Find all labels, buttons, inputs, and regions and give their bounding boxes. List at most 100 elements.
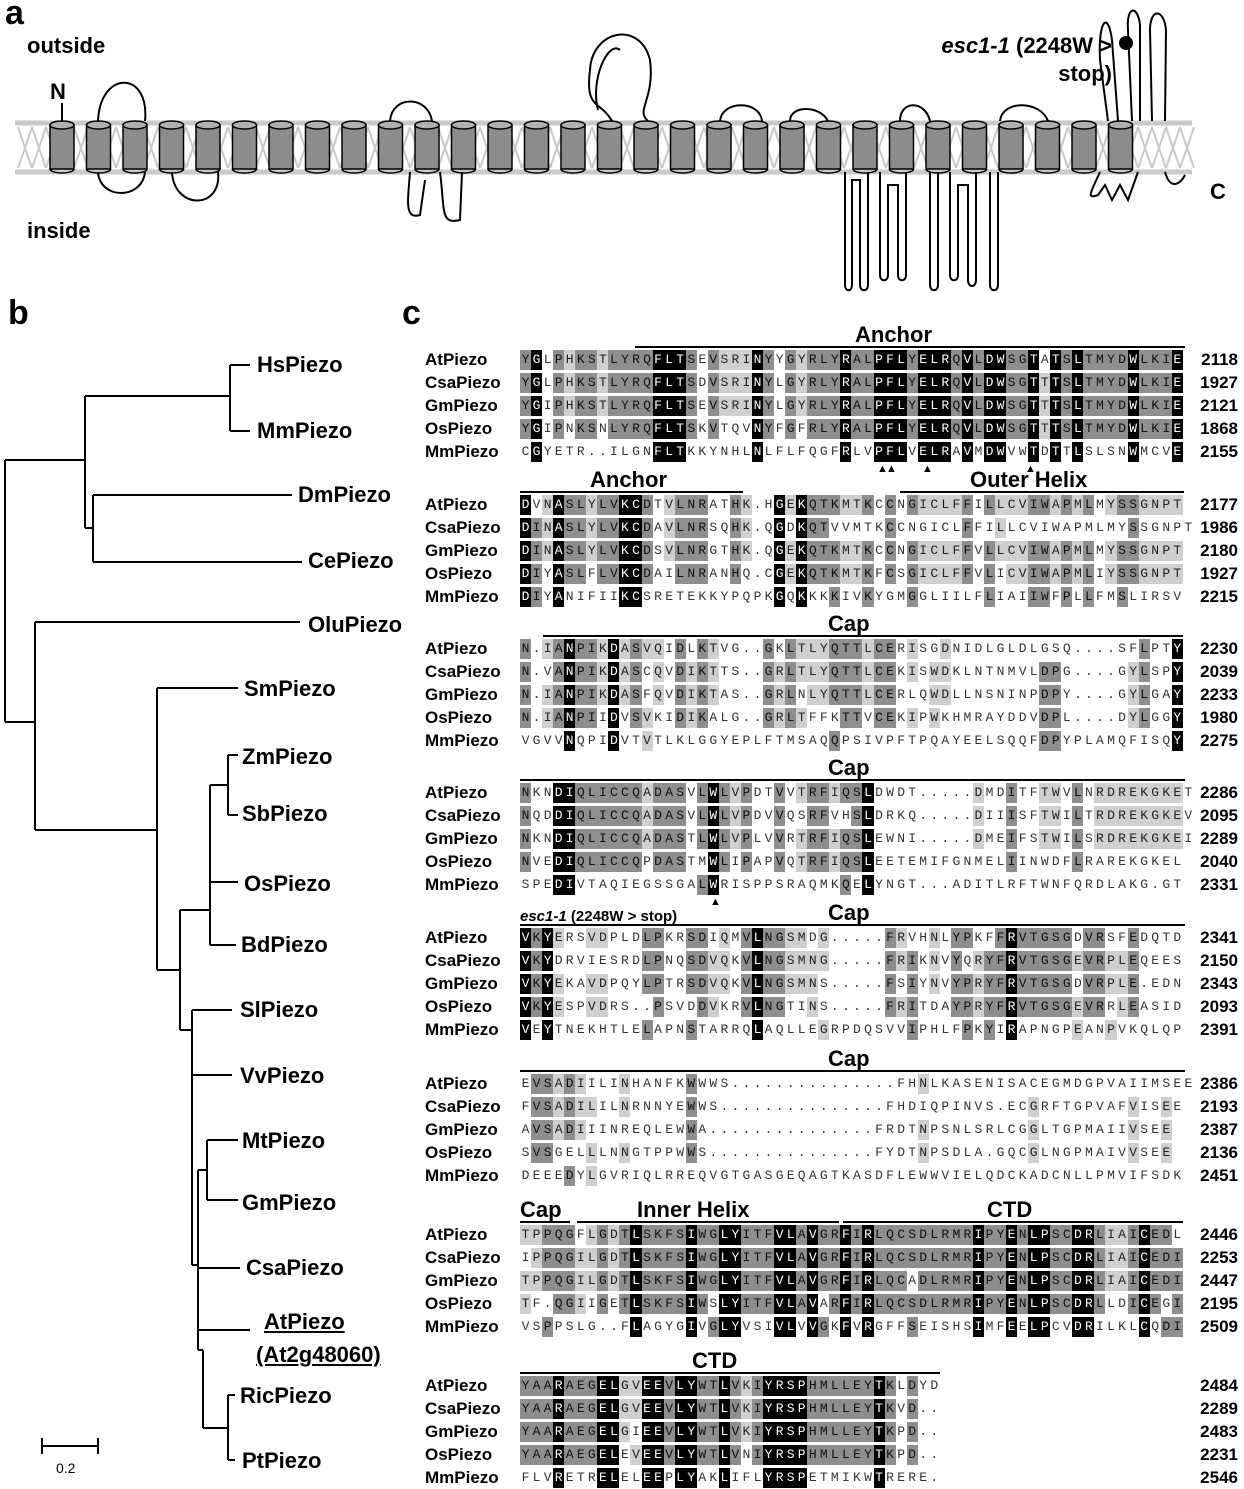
inside-label: inside [27, 218, 91, 243]
domain-header: Anchor [425, 322, 1240, 348]
domain-header: CTD [425, 1348, 1240, 1374]
sequence-name: OsPiezo [425, 1294, 493, 1313]
sequence-name: CsaPiezo [425, 1399, 501, 1418]
domain-label: Cap [828, 611, 870, 636]
sequence-name: AtPiezo [425, 783, 488, 802]
residue-number: 2215 [1200, 587, 1238, 606]
domain-bar [520, 491, 743, 493]
taxon-zm: ZmPiezo [242, 744, 333, 769]
residue-number: 2387 [1200, 1120, 1238, 1139]
residue-number: 2286 [1200, 783, 1238, 802]
sequence-name: CsaPiezo [425, 951, 501, 970]
residue-number: 2230 [1200, 639, 1238, 658]
taxon-sl: SlPiezo [240, 997, 319, 1022]
scale-bar-label: 0.2 [56, 1460, 76, 1476]
taxon-hs: HsPiezo [257, 352, 343, 377]
residue-number: 2546 [1200, 1468, 1238, 1487]
sequence-name: MmPiezo [425, 442, 499, 461]
residue-number: 2155 [1200, 442, 1238, 461]
domain-bar [520, 1372, 940, 1374]
residue-number: 2386 [1200, 1074, 1238, 1093]
taxon-mt: MtPiezo [242, 1128, 326, 1153]
domain-bar [520, 924, 1185, 926]
domain-label: Anchor [855, 322, 932, 347]
sequence-name: MmPiezo [425, 1020, 499, 1039]
residue-number: 2343 [1200, 974, 1238, 993]
sequence-name: GmPiezo [425, 685, 498, 704]
domain-bar [843, 1221, 1183, 1223]
residue-number: 2289 [1200, 829, 1238, 848]
residue-number: 1986 [1200, 518, 1238, 537]
domain-bar [520, 1221, 570, 1223]
sequence-name: GmPiezo [425, 1120, 498, 1139]
sequence-name: GmPiezo [425, 829, 498, 848]
sequence-name: MmPiezo [425, 587, 499, 606]
taxon-ric: RicPiezo [240, 1383, 332, 1408]
sequence-name: CsaPiezo [425, 1248, 501, 1267]
taxon-mm: MmPiezo [257, 418, 353, 443]
mutation-detail-1: (2248W > [1016, 33, 1112, 58]
residue-number: 2483 [1200, 1422, 1238, 1441]
sequence-name: MmPiezo [425, 1468, 499, 1487]
sequence-name: CsaPiezo [425, 518, 501, 537]
sequence-name: OsPiezo [425, 564, 493, 583]
sequence-name: GmPiezo [425, 396, 498, 415]
taxon-sm: SmPiezo [244, 676, 336, 701]
sequence-name: OsPiezo [425, 1143, 493, 1162]
domain-label: Inner Helix [637, 1197, 750, 1222]
residue-number: 2095 [1200, 806, 1238, 825]
residue-number: 1980 [1200, 708, 1238, 727]
sequence-name: GmPiezo [425, 1422, 498, 1441]
sequence-name: OsPiezo [425, 419, 493, 438]
residue-number: 2136 [1200, 1143, 1238, 1162]
residue-number: 2121 [1200, 396, 1238, 415]
domain-bar [520, 1070, 1185, 1072]
sequence-name: AtPiezo [425, 495, 488, 514]
residue-number: 2093 [1200, 997, 1238, 1016]
taxon-ce: CePiezo [308, 548, 394, 573]
domain-label: Cap [828, 755, 870, 780]
taxon-sb: SbPiezo [242, 801, 328, 826]
residue-number: 2180 [1200, 541, 1238, 560]
sequence-name: OsPiezo [425, 708, 493, 727]
